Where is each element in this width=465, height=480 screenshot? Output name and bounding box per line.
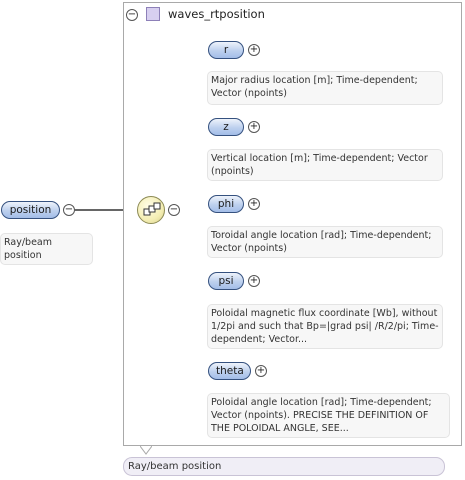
element-psi[interactable]: psi [208, 272, 244, 290]
description-r: Major radius location [m]; Time-dependen… [207, 71, 443, 105]
expand-r-toggle[interactable]: + [248, 44, 260, 56]
element-theta[interactable]: theta [208, 362, 251, 380]
root-description: Ray/beam position [0, 233, 93, 265]
element-r[interactable]: r [208, 41, 244, 59]
group-type-icon [146, 7, 160, 21]
group-caption-notch [140, 446, 152, 455]
root-element-position[interactable]: position [1, 201, 60, 219]
group-frame [123, 2, 462, 446]
expand-psi-toggle[interactable]: + [248, 275, 260, 287]
sequence-icon [143, 202, 161, 216]
group-caption: Ray/beam position [123, 457, 445, 476]
group-collapse-toggle[interactable]: − [126, 9, 138, 21]
description-psi: Poloidal magnetic flux coordinate [Wb], … [207, 304, 443, 349]
description-z: Vertical location [m]; Time-dependent; V… [207, 149, 443, 181]
sequence-compositor[interactable] [137, 196, 165, 224]
element-phi[interactable]: phi [208, 195, 244, 213]
compositor-collapse-toggle[interactable]: − [168, 204, 180, 216]
element-z[interactable]: z [208, 118, 244, 136]
description-phi: Toroidal angle location [rad]; Time-depe… [207, 226, 443, 258]
group-name: waves_rtposition [168, 7, 265, 21]
description-theta: Poloidal angle location [rad]; Time-depe… [207, 393, 450, 438]
root-collapse-toggle[interactable]: − [63, 204, 75, 216]
expand-phi-toggle[interactable]: + [248, 198, 260, 210]
expand-theta-toggle[interactable]: + [255, 365, 267, 377]
expand-z-toggle[interactable]: + [248, 121, 260, 133]
